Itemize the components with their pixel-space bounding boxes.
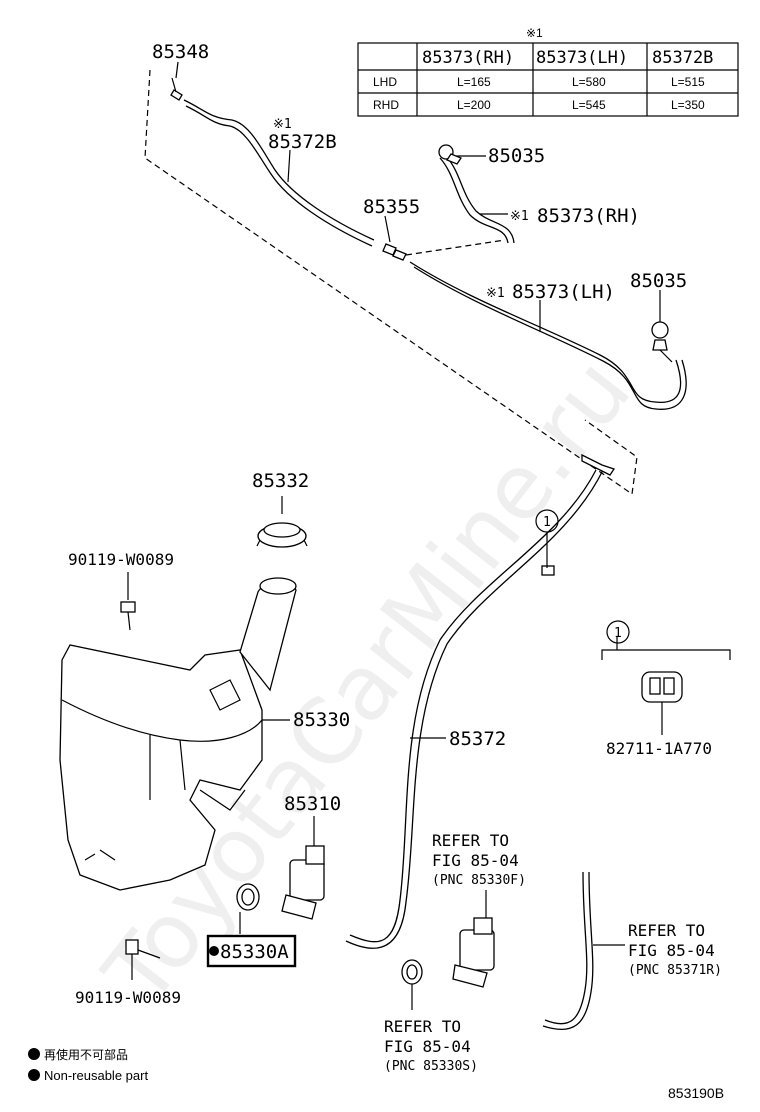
washer-tank	[59, 577, 297, 891]
rear-hose	[544, 871, 588, 1025]
length-table: ※1 85373(RH) 85373(LH) 85372B LHD L=165 …	[357, 26, 739, 117]
table-cell: L=580	[572, 75, 606, 89]
label-85373lh: 85373(LH)	[512, 281, 615, 303]
table-cell: L=515	[671, 75, 705, 89]
refer-line: FIG 85-04	[628, 941, 715, 960]
filler-cap	[256, 496, 308, 548]
label-85372b: 85372B	[268, 131, 337, 153]
label-85372b-mark: ※1	[273, 117, 292, 132]
label-85373rh-mark: ※1	[510, 209, 529, 224]
table-cell: L=200	[457, 98, 491, 112]
refer-line: REFER TO	[384, 1017, 461, 1036]
label-85330: 85330	[293, 709, 350, 731]
washer-pump	[281, 816, 325, 920]
table-note-mark: ※1	[526, 26, 543, 40]
table-cell: L=545	[572, 98, 606, 112]
refer-line: FIG 85-04	[432, 851, 519, 870]
bolt-bottom	[125, 939, 161, 980]
top-hoses	[170, 77, 687, 410]
legend-dot	[28, 1048, 40, 1060]
front-pump	[401, 890, 495, 1010]
refer-block-85371r: REFER TO FIG 85-04 (PNC 85371R)	[628, 921, 722, 978]
refer-line: REFER TO	[432, 831, 509, 850]
connector-82711	[601, 636, 731, 735]
legend: 再使用不可部品 Non-reusable part	[28, 1047, 148, 1083]
non-reusable-dot	[209, 946, 219, 956]
label-85332: 85332	[252, 470, 309, 492]
refer-line: (PNC 85330S)	[384, 1059, 478, 1074]
table-header-85372b: 85372B	[652, 48, 713, 68]
callout-label: 1	[543, 515, 551, 530]
label-90119-bottom: 90119-W0089	[75, 988, 181, 1007]
legend-dot	[28, 1069, 40, 1081]
figure-id: 853190B	[668, 1085, 724, 1101]
table-row-lhd-label: LHD	[373, 75, 397, 89]
grommet	[236, 883, 260, 934]
label-85310: 85310	[284, 793, 341, 815]
label-82711: 82711-1A770	[606, 739, 712, 758]
label-85330a: 85330A	[220, 941, 289, 963]
legend-jp: 再使用不可部品	[44, 1047, 128, 1062]
label-85348: 85348	[152, 41, 209, 63]
refer-line: REFER TO	[628, 921, 705, 940]
callout-label: 1	[614, 626, 622, 641]
refer-line: (PNC 85371R)	[628, 963, 722, 978]
label-85035-top: 85035	[488, 145, 545, 167]
label-85372: 85372	[449, 728, 506, 750]
label-85355: 85355	[363, 196, 420, 218]
legend-en: Non-reusable part	[44, 1068, 148, 1083]
label-85035-right: 85035	[630, 270, 687, 292]
label-90119-top: 90119-W0089	[68, 550, 174, 569]
table-cell: L=165	[457, 75, 491, 89]
table-row-rhd-label: RHD	[373, 98, 399, 112]
table-header-lh: 85373(LH)	[536, 48, 628, 68]
table-cell: L=350	[671, 98, 705, 112]
label-85373rh: 85373(RH)	[537, 205, 640, 227]
refer-line: (PNC 85330F)	[432, 873, 526, 888]
refer-block-85330f: REFER TO FIG 85-04 (PNC 85330F)	[432, 831, 526, 888]
table-header-rh: 85373(RH)	[422, 48, 514, 68]
refer-line: FIG 85-04	[384, 1037, 471, 1056]
refer-block-85330s: REFER TO FIG 85-04 (PNC 85330S)	[384, 1017, 478, 1074]
label-85373lh-mark: ※1	[486, 286, 505, 301]
main-hose	[349, 469, 597, 943]
callout-circle	[606, 620, 630, 644]
highlight-box	[206, 934, 297, 968]
bolt-top	[120, 572, 136, 631]
